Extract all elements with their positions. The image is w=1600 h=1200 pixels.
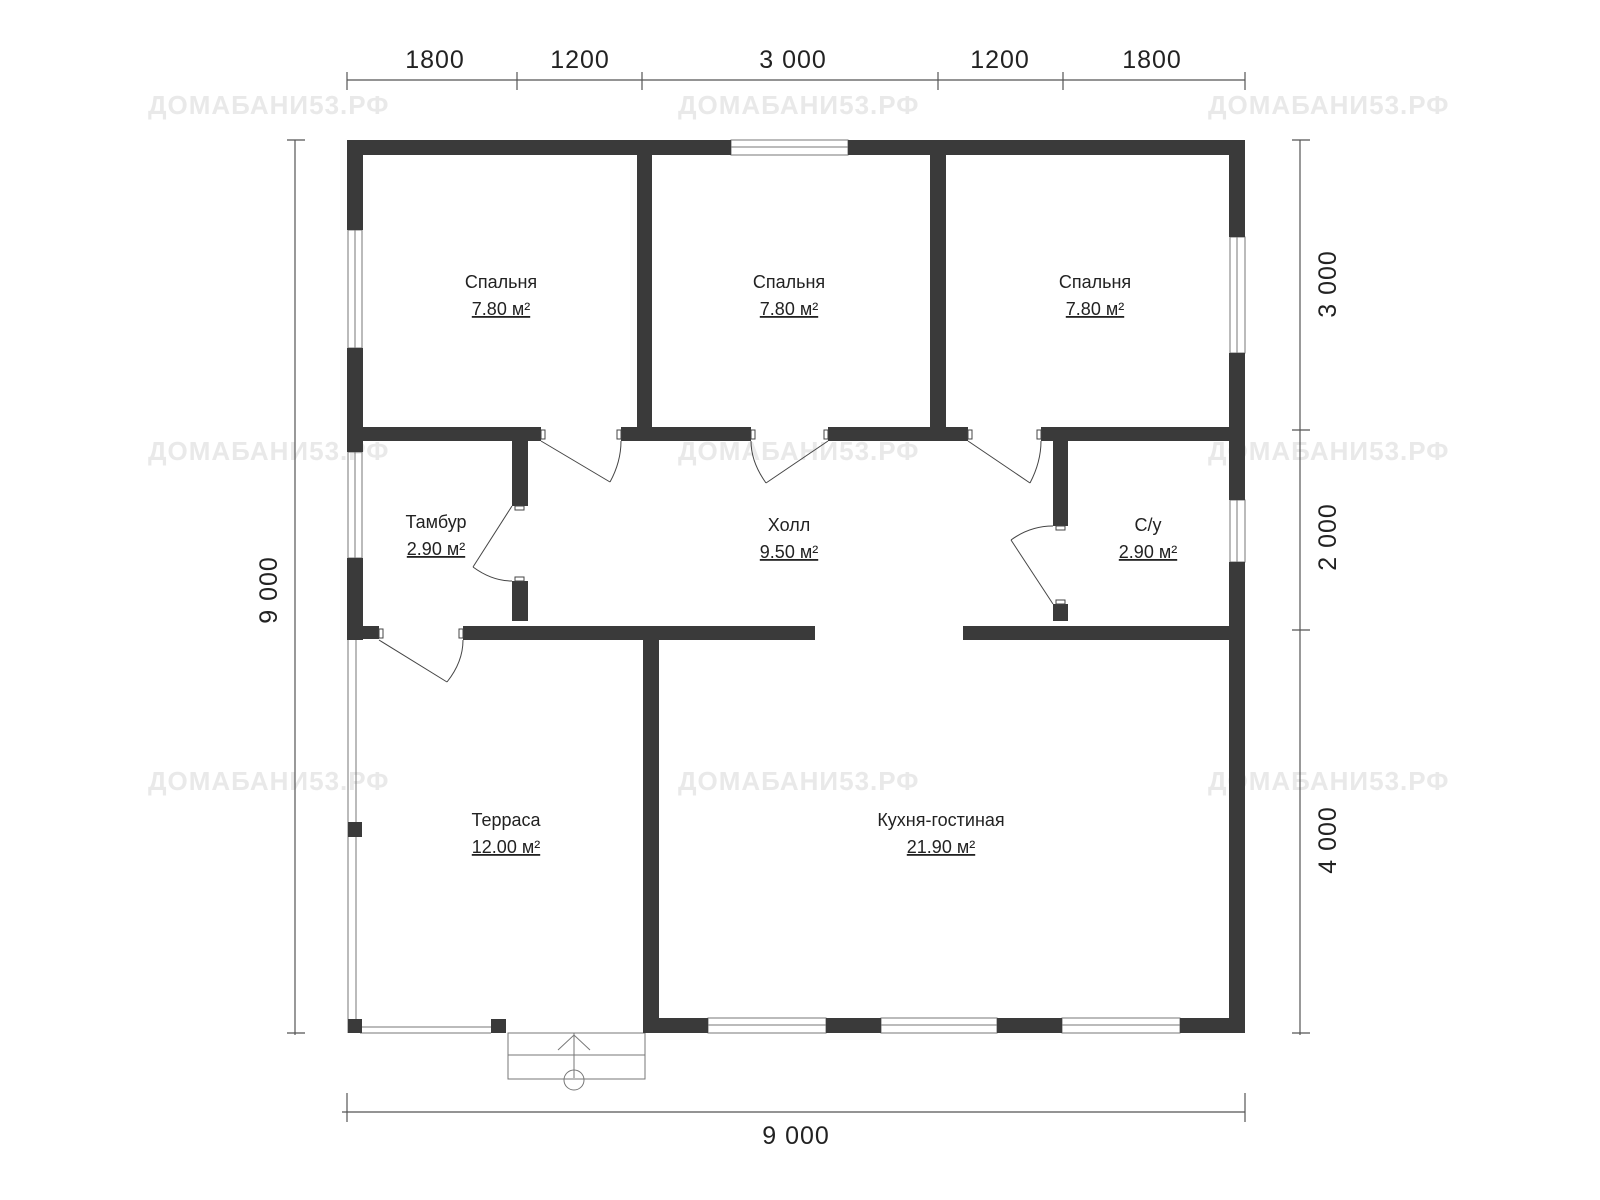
dim-top-2: 1200 [550,46,610,74]
dim-top-5: 1800 [1122,46,1182,74]
room-name: Спальня [1059,272,1131,292]
room-vestibule: Тамбур 2.90 м² [405,512,466,559]
room-area: 9.50 м² [760,542,818,562]
room-bedroom-right: Спальня 7.80 м² [1059,272,1131,319]
watermark: ДОМАБАНИ53.РФ [1208,436,1449,466]
room-kitchen-living: Кухня-гостиная 21.90 м² [877,810,1004,857]
dimension-lines [287,72,1310,1122]
watermark: ДОМАБАНИ53.РФ [678,766,919,796]
room-name: Спальня [753,272,825,292]
room-terrace: Терраса 12.00 м² [471,810,541,857]
room-name: Кухня-гостиная [877,810,1004,830]
doors [378,429,1066,683]
dimension-labels: 1800 1200 3 000 1200 1800 9 000 9 000 3 … [255,46,1342,1150]
watermark: ДОМАБАНИ53.РФ [1208,90,1449,120]
room-area: 2.90 м² [1119,542,1177,562]
room-name: Терраса [471,810,541,830]
dim-top-3: 3 000 [759,46,827,74]
room-name: Тамбур [405,512,466,532]
room-area: 12.00 м² [472,837,540,857]
walls [347,140,1245,1033]
room-name: Холл [768,515,810,535]
dim-bottom: 9 000 [762,1122,830,1150]
watermark: ДОМАБАНИ53.РФ [148,90,389,120]
watermark: ДОМАБАНИ53.РФ [678,90,919,120]
room-name: С/у [1135,515,1162,535]
room-area: 7.80 м² [1066,299,1124,319]
room-hall: Холл 9.50 м² [760,515,818,562]
room-name: Спальня [465,272,537,292]
room-area: 2.90 м² [407,539,465,559]
dim-right-2: 2 000 [1314,503,1342,571]
room-bedroom-center: Спальня 7.80 м² [753,272,825,319]
dim-right-3: 4 000 [1314,806,1342,874]
room-bathroom: С/у 2.90 м² [1119,515,1177,562]
watermarks: ДОМАБАНИ53.РФ ДОМАБАНИ53.РФ ДОМАБАНИ53.Р… [148,90,1449,796]
dim-top-1: 1800 [405,46,465,74]
watermark: ДОМАБАНИ53.РФ [148,766,389,796]
dim-right-1: 3 000 [1314,250,1342,318]
room-area: 21.90 м² [907,837,975,857]
dim-top-4: 1200 [970,46,1030,74]
room-area: 7.80 м² [472,299,530,319]
dim-left: 9 000 [255,556,283,624]
watermark: ДОМАБАНИ53.РФ [1208,766,1449,796]
room-bedroom-left: Спальня 7.80 м² [465,272,537,319]
room-area: 7.80 м² [760,299,818,319]
